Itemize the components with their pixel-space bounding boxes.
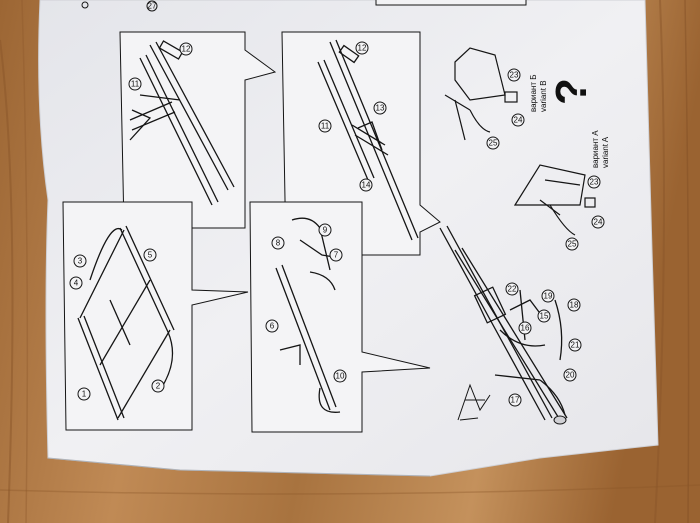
callout-12: 12 bbox=[182, 45, 191, 54]
variant-a-label: вариант А variant A bbox=[591, 130, 610, 168]
callout-10: 10 bbox=[336, 372, 345, 381]
main-assembly-drawing: 22 16 19 18 15 21 20 17 bbox=[439, 225, 582, 425]
callout-13: 13 bbox=[376, 104, 385, 113]
variant-b-en: variant B bbox=[539, 80, 548, 112]
variant-a-ru: вариант А bbox=[591, 130, 600, 168]
callout-2: 2 bbox=[156, 382, 161, 391]
callout-9: 9 bbox=[323, 226, 328, 235]
callout-16: 16 bbox=[521, 324, 530, 333]
variant-b-ru: вариант Б bbox=[529, 74, 538, 112]
panel-top-left: 12 11 bbox=[119, 31, 277, 229]
variant-a-en: variant A bbox=[601, 136, 610, 168]
callout-24a: 24 bbox=[594, 218, 603, 227]
callout-25a: 25 bbox=[568, 240, 577, 249]
callout-11: 11 bbox=[131, 80, 140, 89]
callout-4: 4 bbox=[74, 279, 79, 288]
callout-19: 19 bbox=[544, 292, 553, 301]
callout-20: 20 bbox=[566, 371, 575, 380]
callout-27: 27 bbox=[148, 2, 157, 11]
panel-middle: 8 9 7 6 10 bbox=[249, 201, 431, 433]
callout-23b: 23 bbox=[510, 71, 519, 80]
callout-8: 8 bbox=[276, 239, 281, 248]
callout-6: 6 bbox=[270, 322, 275, 331]
variant-a-drawing: 23 24 25 bbox=[513, 164, 605, 251]
top-strip bbox=[81, 0, 527, 12]
callout-14: 14 bbox=[362, 181, 371, 190]
callout-17: 17 bbox=[511, 396, 520, 405]
panel-left: 3 4 5 1 2 bbox=[62, 201, 249, 431]
panel-top-middle: 12 11 13 14 bbox=[281, 31, 441, 256]
variant-b-drawing: 23 24 25 bbox=[444, 47, 525, 150]
callout-15: 15 bbox=[540, 312, 549, 321]
callout-24b: 24 bbox=[514, 116, 523, 125]
callout-11b: 11 bbox=[321, 122, 330, 131]
callout-22: 22 bbox=[508, 285, 517, 294]
callout-7: 7 bbox=[334, 251, 339, 260]
small-figure-drawing bbox=[457, 383, 491, 421]
callout-5: 5 bbox=[148, 251, 153, 260]
callout-1: 1 bbox=[82, 390, 87, 399]
question-mark: ? bbox=[547, 78, 596, 105]
callout-3: 3 bbox=[78, 257, 83, 266]
callout-25b: 25 bbox=[489, 139, 498, 148]
callout-18: 18 bbox=[570, 301, 579, 310]
callout-21: 21 bbox=[571, 341, 580, 350]
callout-23a: 23 bbox=[590, 178, 599, 187]
variant-b-label: вариант Б variant B bbox=[529, 74, 548, 112]
callout-12b: 12 bbox=[358, 44, 367, 53]
